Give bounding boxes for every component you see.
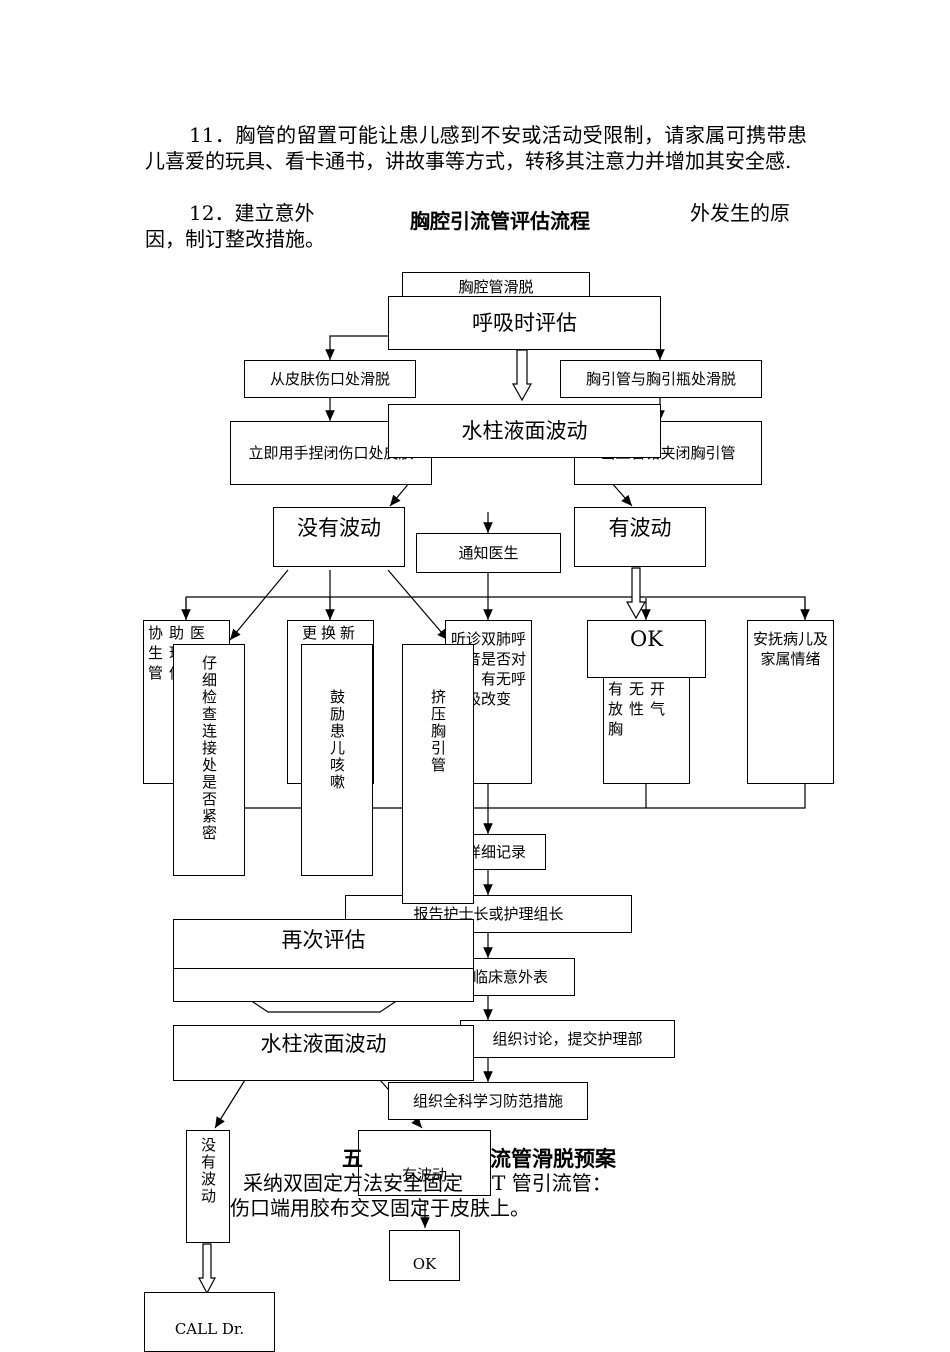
cough-text: 鼓励患儿咳嗽	[328, 689, 346, 791]
reassess-lower-box	[173, 968, 474, 1002]
cough-box: 鼓励患儿咳嗽	[301, 644, 373, 876]
squeeze-text: 挤压胸引管	[429, 689, 447, 774]
discuss-box: 组织讨论，提交护理部	[460, 1020, 675, 1058]
call-doctor-box: CALL Dr.	[144, 1292, 275, 1352]
paragraph-11: 11．胸管的留置可能让患儿感到不安或活动受限制，请家属可携带患儿喜爱的玩具、看卡…	[145, 123, 807, 173]
flowchart-title: 胸腔引流管评估流程	[410, 209, 590, 233]
notify-doctor-box: 通知医生	[416, 533, 561, 573]
water-wave-box: 水柱液面波动	[388, 404, 661, 458]
no-wave2-box: 没有波动	[186, 1130, 230, 1243]
has-wave2-box: 有波动	[358, 1130, 491, 1196]
branch-left-box: 从皮肤伤口处滑脱	[244, 360, 416, 398]
no-wave-box: 没有波动	[273, 507, 405, 567]
check-connection-box: 仔细检查连接处是否紧密	[173, 644, 245, 876]
col5-box: 安抚病儿及家属情绪	[747, 620, 834, 784]
section5-line1a: 采纳双固定方法安全固定	[243, 1171, 463, 1195]
section5-title-b: 流管滑脱预案	[490, 1147, 616, 1171]
section5-line1b: T 管引流管：	[492, 1171, 612, 1195]
paragraph-12b: 外发生的原	[690, 201, 790, 225]
branch-right-box: 胸引管与胸引瓶处滑脱	[560, 360, 762, 398]
ok-box: OK	[587, 620, 706, 678]
action-left-box: 立即用手捏闭伤口处皮肤	[230, 421, 432, 485]
section5-title-a: 五	[342, 1147, 363, 1171]
study-box: 组织全科学习防范措施	[388, 1082, 588, 1120]
ok2-box: OK	[389, 1230, 460, 1281]
reassess-box: 再次评估	[173, 919, 474, 969]
check-connection-text: 仔细检查连接处是否紧密	[200, 655, 218, 842]
squeeze-box: 挤压胸引管	[402, 644, 474, 904]
section5-line2: 伤口端用胶布交叉固定于皮肤上。	[230, 1196, 530, 1220]
has-wave-box: 有波动	[574, 507, 706, 567]
paragraph-12a: 12．建立意外	[189, 201, 315, 225]
water-wave2-box: 水柱液面波动	[173, 1025, 474, 1081]
no-wave2-text: 没有波动	[199, 1137, 217, 1205]
paragraph-12c: 因，制订整改措施。	[145, 227, 325, 251]
assess-breath-box: 呼吸时评估	[388, 296, 661, 350]
